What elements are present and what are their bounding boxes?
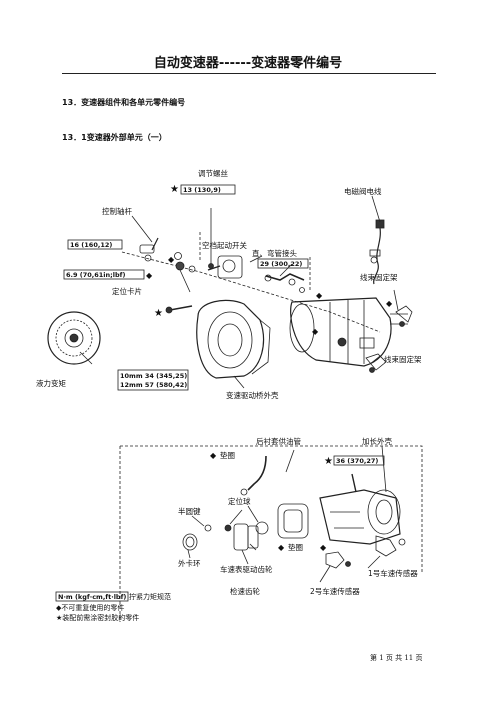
label-ext-housing: 加长外壳 [362,436,392,446]
torque-16: 16 (160,12) [70,241,112,249]
label-control-shaft: 控制轴杆 [102,206,132,216]
section-heading-13-1: 13．1变速器外部单元（一） [62,133,167,142]
speed-sensor-2-part [325,551,351,569]
solenoid-wire-part [369,219,385,285]
label-straight-elbow: 直、弯管接头 [252,248,297,258]
label-neutral-switch: 空档起动开关 [202,240,247,250]
pipe-joint-part [264,273,305,293]
diamond-marker-icon: ◆ [386,299,393,308]
diamond-marker-icon: ◆ [146,271,153,280]
speedo-drive-gear-part [233,523,249,551]
diamond-marker-icon: ◆ [168,255,175,264]
diamond-marker-icon: ◆ [278,543,285,552]
label-harness-bracket-2: 线束固定架 [384,354,422,364]
label-lock-ball: 定位球 [228,496,251,506]
label-check-gear: 检速齿轮 [230,586,260,596]
gasket-part [277,503,309,539]
label-housing: 变速驱动桥外壳 [226,390,279,400]
torque-12mm: 12mm 57 (580,42) [120,381,187,389]
label-snap-ring: 外卡环 [178,558,201,568]
page-footer: 第 1 页 共 11 页 [370,654,423,662]
label-half-key: 半圆键 [178,506,201,516]
section-heading-13: 13．变速器组件和各单元零件编号 [62,98,186,107]
star-marker-icon: ★ [324,456,333,467]
diamond-marker-icon: ◆ [316,291,323,300]
star-marker-icon: ★ [154,308,163,319]
diamond-marker-icon: ◆ [210,451,217,460]
torque-10mm: 10mm 34 (345,25) [120,372,187,380]
diamond-marker-icon: ◆ [320,543,327,552]
neutral-switch-part [207,255,243,279]
torque-29: 29 (300,22) [260,260,302,268]
star-marker-icon: ★ [170,184,179,195]
extension-housing-part [319,473,401,545]
label-adjust-screw: 调节螺丝 [198,168,228,178]
label-washer-1: 垫圈 [220,450,235,460]
washer-part [255,521,269,535]
legend-unit-desc: 拧紧力矩规范 [129,592,171,601]
transmission-exploded-diagram: 调节螺丝 ★ 13 (130,9) 控制轴杆 16 (160,12) ◆ 6.9… [36,168,423,622]
torque-converter-part [47,311,101,365]
snap-ring-part [182,533,198,551]
diamond-marker-icon: ◆ [312,327,319,336]
speed-sensor-1-part [375,535,406,557]
label-speed-sensor-2: 2号车速传感器 [310,586,360,596]
label-washer-2: 垫圈 [288,542,303,552]
label-solenoid-wire: 电磁阀电线 [344,186,382,196]
legend-unit-box: N·m (kgf·cm,ft·lbf) [58,593,126,601]
legend-reusable: ◆不可重复使用的零件 [56,603,124,612]
control-shaft-part [139,237,196,273]
legend-sealant: ★装配前需涂密封胶的零件 [56,613,139,622]
label-harness-bracket-1: 线束固定架 [360,272,398,282]
label-speedo-drive-gear: 车速表驱动齿轮 [220,564,273,574]
title-rule [62,73,436,74]
transmission-body-part [289,297,408,367]
label-locating-clip: 定位卡片 [112,286,142,296]
torque-36: 36 (370,27) [336,457,378,465]
label-torque-converter: 液力变矩 [36,378,66,388]
label-speed-sensor-1: 1号车速传感器 [368,568,418,578]
torque-13: 13 (130,9) [183,186,221,194]
torque-6-9: 6.9 (70,61in;lbf) [66,271,125,279]
label-rear-bush-pipe: 后衬套供油管 [256,436,301,446]
transaxle-housing-part [196,299,271,379]
harness-bracket-part [365,305,413,373]
page-title: 自动变速器------变速器零件编号 [153,56,343,71]
